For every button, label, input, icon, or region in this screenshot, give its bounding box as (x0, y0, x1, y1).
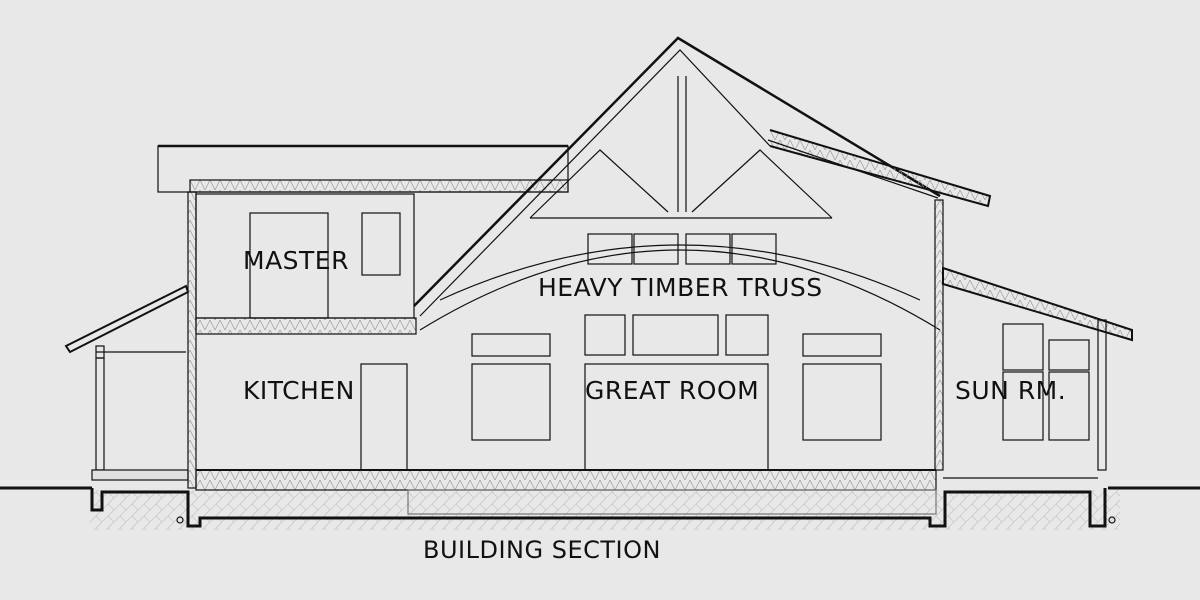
room-label-master: MASTER (243, 246, 349, 275)
heavy-timber-truss (419, 76, 941, 331)
foundation (90, 488, 1107, 528)
truss-annotation: HEAVY TIMBER TRUSS (538, 273, 823, 302)
great-room-windows (471, 314, 882, 471)
sun-room-windows (1002, 323, 1090, 441)
ground-line (0, 486, 1200, 530)
room-label-kitchen: KITCHEN (243, 376, 355, 405)
floor-system (195, 469, 937, 515)
sun-room-roof (942, 266, 1133, 471)
master-room (195, 193, 415, 319)
porch (64, 284, 190, 481)
room-label-sun-room: SUN RM. (955, 376, 1067, 405)
drawing-title: BUILDING SECTION (423, 536, 661, 564)
gable-roof (413, 36, 992, 317)
room-label-great-room: GREAT ROOM (585, 376, 760, 405)
flat-roof (157, 144, 569, 193)
